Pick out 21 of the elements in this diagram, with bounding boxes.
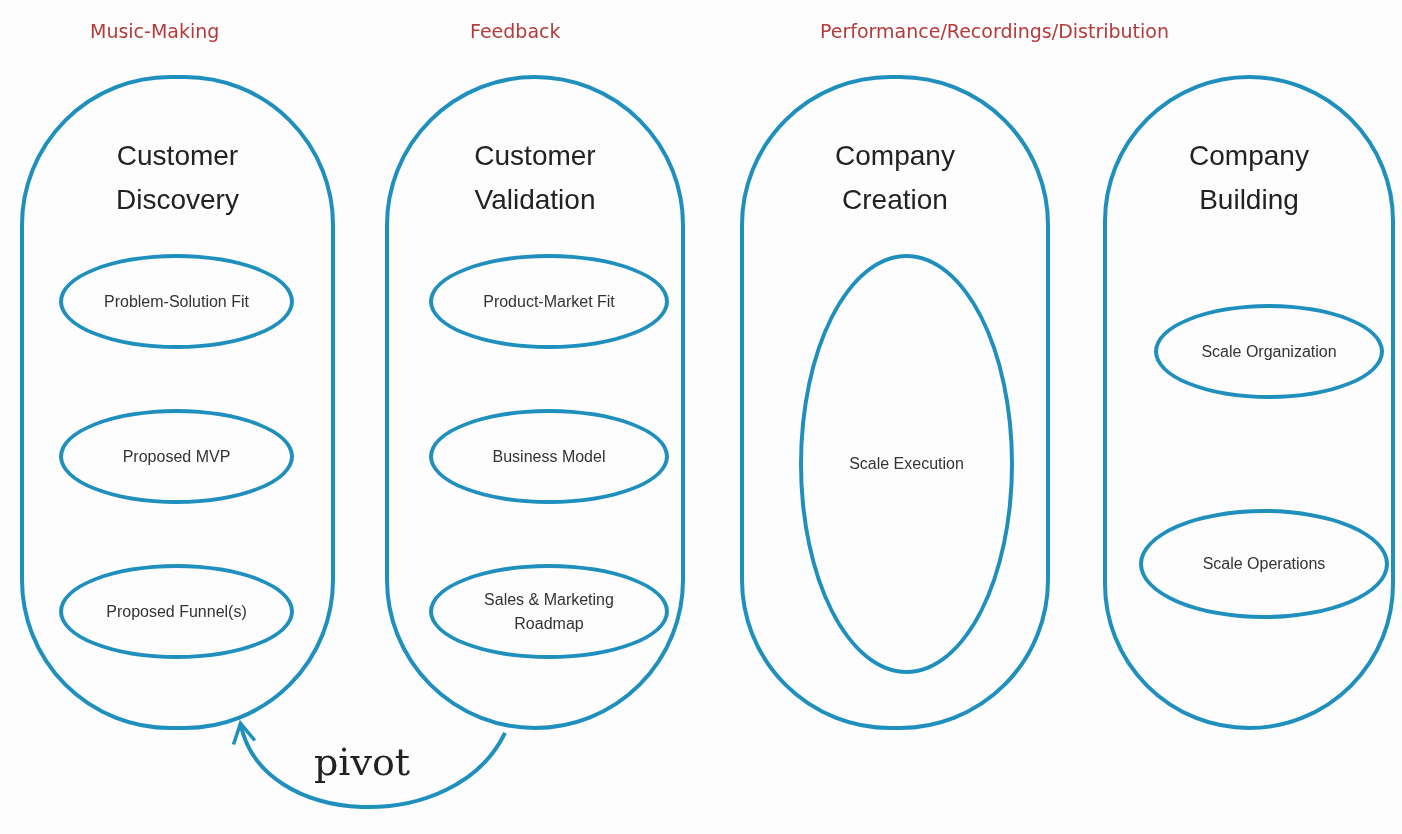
stage-outline xyxy=(385,75,685,730)
column-label: Feedback xyxy=(470,20,561,42)
stage-heading: Company Building xyxy=(1188,139,1310,217)
step-label: Sales & Marketing Roadmap xyxy=(483,589,615,634)
stage-outline xyxy=(20,75,335,730)
column-label: Performance/Recordings/Distribution xyxy=(820,20,1169,42)
step-label: Scale Execution xyxy=(849,454,964,474)
stage-heading: Customer Discovery xyxy=(115,139,240,217)
stage-heading: Customer Validation xyxy=(473,139,597,217)
stage-heading: Company Creation xyxy=(834,139,956,217)
stage-outline xyxy=(740,75,1050,730)
step-label: Proposed MVP xyxy=(122,446,231,467)
stage-outline xyxy=(1103,75,1395,730)
step-label: Proposed Funnel(s) xyxy=(106,601,247,622)
step-label: Scale Organization xyxy=(1201,341,1337,362)
column-label: Music-Making xyxy=(90,20,220,42)
curved-arrow xyxy=(234,721,507,809)
step-label: Product-Market Fit xyxy=(483,291,615,312)
step-label: Problem-Solution Fit xyxy=(104,291,249,312)
step-label: Business Model xyxy=(492,446,606,467)
step-label: Scale Operations xyxy=(1202,554,1326,574)
